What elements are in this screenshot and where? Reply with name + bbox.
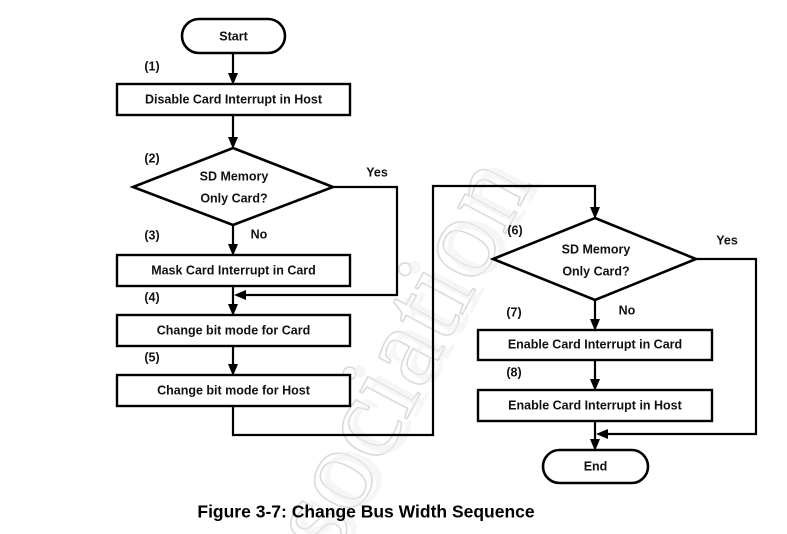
step-number-1: (1) (144, 59, 159, 73)
node-step6-label-line2: Only Card? (562, 264, 629, 278)
node-start: Start (180, 17, 287, 55)
step-number-3: (3) (144, 228, 159, 242)
node-step5: Change bit mode for Host (115, 373, 352, 408)
branch-label-step2-no: No (251, 227, 268, 241)
node-step2: SD Memory Only Card? (129, 146, 337, 227)
node-step6-label-line1: SD Memory (562, 242, 631, 256)
connector-step4-to-step5 (228, 346, 238, 376)
step-number-4: (4) (144, 290, 159, 304)
branch-label-step6-yes: Yes (716, 233, 738, 247)
node-step1: Disable Card Interrupt in Host (115, 82, 352, 117)
branch-label-step6-no: No (619, 303, 636, 317)
connector-step8-to-end (590, 421, 600, 451)
step-number-6: (6) (507, 223, 522, 237)
step-number-7: (7) (506, 305, 521, 319)
step-number-8: (8) (506, 365, 521, 379)
connector-step2-yes-to-step4 (234, 185, 399, 300)
node-step3: Mask Card Interrupt in Card (115, 253, 352, 288)
connector-step5-to-step6 (231, 184, 600, 437)
node-step2-label-line1: SD Memory (200, 169, 269, 183)
node-step4-label: Change bit mode for Card (157, 323, 310, 337)
node-step7: Enable Card Interrupt in Card (476, 328, 714, 362)
connector-step3-to-step4 (228, 286, 238, 316)
node-step8: Enable Card Interrupt in Host (476, 388, 714, 423)
step-number-2: (2) (144, 151, 159, 165)
node-step5-label: Change bit mode for Host (157, 383, 311, 397)
node-step2-label-line2: Only Card? (200, 191, 267, 205)
connector-step6-no-to-step7 (590, 300, 600, 331)
node-end: End (541, 448, 650, 485)
node-end-label: End (584, 459, 608, 473)
branch-label-step2-yes: Yes (366, 165, 388, 179)
connector-step2-no-to-step3 (228, 225, 238, 256)
node-step7-label: Enable Card Interrupt in Card (508, 337, 682, 351)
connector-step1-to-step2 (228, 115, 238, 149)
connector-step7-to-step8 (590, 360, 600, 391)
node-start-label: Start (219, 29, 248, 43)
step-number-5: (5) (144, 350, 159, 364)
node-step1-label: Disable Card Interrupt in Host (145, 92, 323, 106)
node-step3-label: Mask Card Interrupt in Card (151, 263, 316, 277)
node-step4: Change bit mode for Card (115, 313, 352, 348)
connector-step6-yes-to-end (596, 257, 758, 439)
figure-caption: Figure 3-7: Change Bus Width Sequence (197, 502, 535, 522)
node-step8-label: Enable Card Interrupt in Host (508, 398, 682, 412)
node-step6: SD Memory Only Card? (489, 216, 700, 302)
connector-start-to-step1 (228, 53, 238, 85)
